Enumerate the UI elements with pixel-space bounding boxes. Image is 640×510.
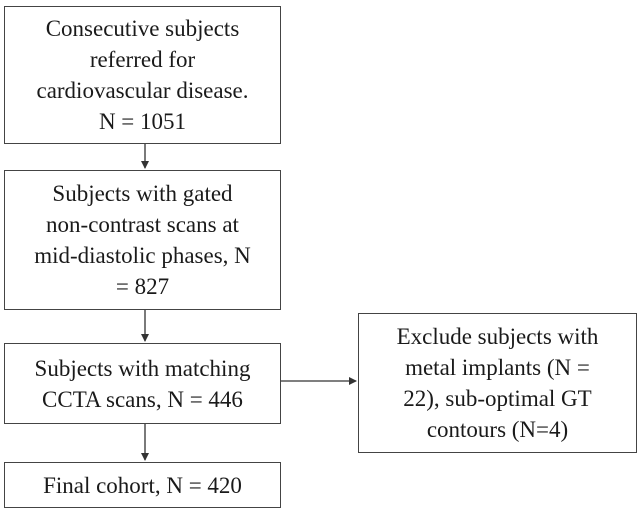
- flow-box-text: Final cohort, N = 420: [43, 472, 242, 498]
- flow-box-consecutive-subjects: Consecutive subjects referred for cardio…: [4, 6, 281, 144]
- flow-box-text: Subjects with matching CCTA scans, N = 4…: [34, 355, 251, 412]
- flow-box-gated-scans: Subjects with gated non-contrast scans a…: [4, 170, 281, 310]
- flow-box-text: Consecutive subjects referred for cardio…: [36, 16, 249, 134]
- flow-box-text: Exclude subjects with metal implants (N …: [396, 324, 599, 442]
- flow-box-text: Subjects with gated non-contrast scans a…: [34, 181, 251, 299]
- flow-box-exclusion: Exclude subjects with metal implants (N …: [358, 313, 637, 453]
- flow-box-matching-ccta: Subjects with matching CCTA scans, N = 4…: [4, 343, 281, 424]
- flow-box-final-cohort: Final cohort, N = 420: [4, 462, 281, 508]
